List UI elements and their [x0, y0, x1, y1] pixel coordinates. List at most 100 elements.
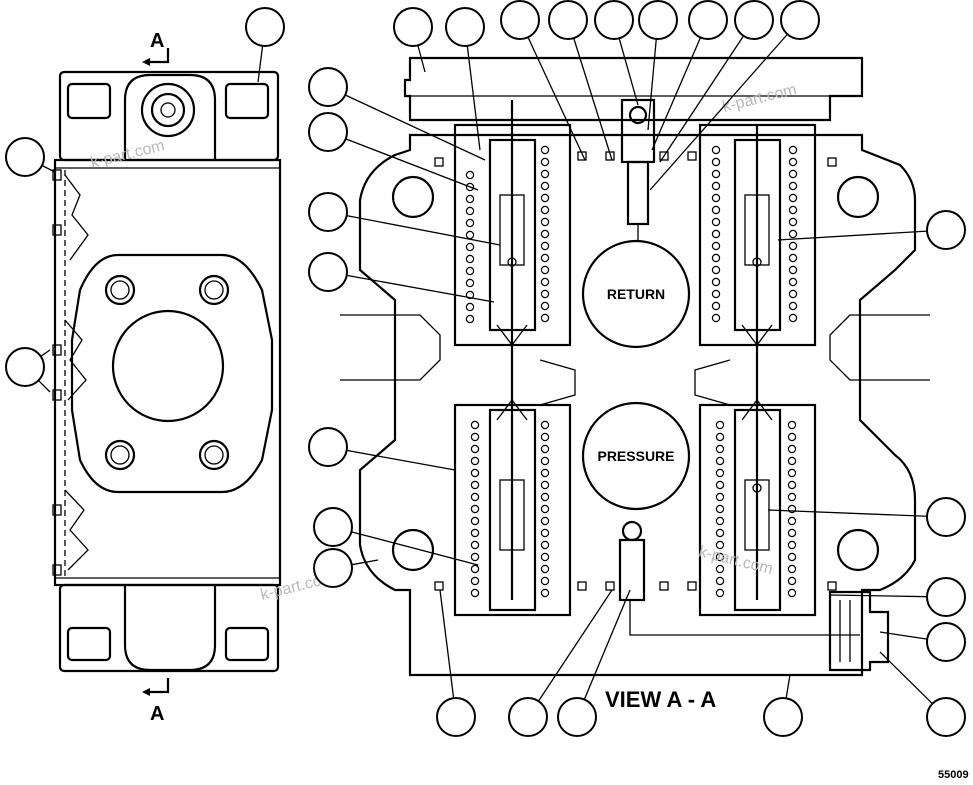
- spring-coil: [465, 278, 475, 288]
- callout-balloon: [245, 7, 285, 47]
- spring-coil: [540, 576, 550, 586]
- callout-leader: [351, 559, 379, 566]
- spring-coil: [540, 301, 550, 311]
- spring-coil: [470, 528, 480, 538]
- spring-coil: [788, 169, 798, 179]
- callout-leader: [351, 531, 479, 566]
- callout-balloon: [734, 0, 774, 40]
- spring-coil: [715, 456, 725, 466]
- callout-leader: [346, 274, 495, 303]
- spring-coil: [715, 492, 725, 502]
- spring-coil: [540, 313, 550, 323]
- spring-coil: [470, 540, 480, 550]
- callout-balloon: [780, 0, 820, 40]
- spring-coil: [711, 229, 721, 239]
- spring-coil: [470, 552, 480, 562]
- spring-coil: [470, 564, 480, 574]
- callout-leader: [439, 589, 455, 699]
- spring-coil: [787, 492, 797, 502]
- callout-leader: [257, 45, 264, 83]
- spring-coil: [540, 253, 550, 263]
- callout-leader: [345, 138, 479, 191]
- callout-balloon: [445, 7, 485, 47]
- spring-coil: [711, 193, 721, 203]
- callout-leader: [466, 45, 481, 151]
- callout-leader: [785, 674, 791, 699]
- spring-coil: [787, 420, 797, 430]
- callout-balloon: [313, 548, 353, 588]
- spring-coil: [711, 265, 721, 275]
- spring-coil: [540, 157, 550, 167]
- spring-coil: [788, 181, 798, 191]
- spring-coil: [470, 468, 480, 478]
- spring-coil: [711, 289, 721, 299]
- spring-coil: [470, 576, 480, 586]
- callout-leader: [417, 45, 426, 73]
- spring-coil: [715, 516, 725, 526]
- spring-coil: [788, 157, 798, 167]
- callout-balloon: [393, 7, 433, 47]
- callout-leader: [41, 164, 56, 173]
- callout-leader: [583, 589, 631, 700]
- callout-balloon: [638, 0, 678, 40]
- spring-coil: [715, 588, 725, 598]
- callout-leader: [767, 509, 928, 517]
- callout-balloon: [763, 697, 803, 737]
- callout-balloon: [926, 497, 966, 537]
- callout-leader: [573, 37, 613, 161]
- spring-coil: [540, 145, 550, 155]
- spring-coil: [787, 480, 797, 490]
- spring-coil: [470, 444, 480, 454]
- callout-leader: [537, 589, 613, 702]
- callout-balloons: [5, 0, 966, 737]
- spring-coil: [711, 253, 721, 263]
- callout-leader: [527, 36, 586, 161]
- callout-balloon: [594, 0, 634, 40]
- spring-coil: [788, 193, 798, 203]
- return-port-label: RETURN: [607, 286, 665, 302]
- callout-leader: [777, 230, 928, 241]
- spring-coil: [470, 588, 480, 598]
- spring-coil: [540, 552, 550, 562]
- callout-balloon: [5, 347, 45, 387]
- callout-balloon: [926, 697, 966, 737]
- callout-leader: [346, 449, 456, 471]
- spring-coil: [787, 540, 797, 550]
- spring-coil: [787, 456, 797, 466]
- callout-leader: [647, 38, 657, 131]
- spring-coil: [540, 229, 550, 239]
- callout-leader: [651, 37, 702, 151]
- callout-leader: [879, 631, 928, 640]
- spring-coil: [711, 277, 721, 287]
- callout-balloon: [308, 252, 348, 292]
- spring-coil: [787, 576, 797, 586]
- spring-coil: [540, 265, 550, 275]
- callout-balloon: [308, 192, 348, 232]
- spring-coils: [465, 145, 798, 598]
- callout-balloon: [436, 697, 476, 737]
- callout-leader: [649, 33, 788, 191]
- spring-coil: [715, 552, 725, 562]
- section-marker-bottom: A: [150, 703, 164, 725]
- callout-leader: [40, 349, 51, 357]
- spring-coil: [540, 540, 550, 550]
- spring-coil: [540, 468, 550, 478]
- spring-coil: [540, 492, 550, 502]
- spring-coil: [465, 314, 475, 324]
- spring-coil: [788, 277, 798, 287]
- spring-coil: [787, 516, 797, 526]
- spring-coil: [711, 241, 721, 251]
- spring-coil: [715, 420, 725, 430]
- callout-balloon: [926, 210, 966, 250]
- spring-coil: [465, 194, 475, 204]
- spring-coil: [465, 218, 475, 228]
- callout-leader: [829, 594, 928, 598]
- spring-coil: [540, 241, 550, 251]
- spring-coil: [540, 564, 550, 574]
- spring-coil: [787, 468, 797, 478]
- spring-coil: [540, 504, 550, 514]
- spring-coil: [540, 456, 550, 466]
- callout-leader: [659, 35, 745, 163]
- callout-balloon: [508, 697, 548, 737]
